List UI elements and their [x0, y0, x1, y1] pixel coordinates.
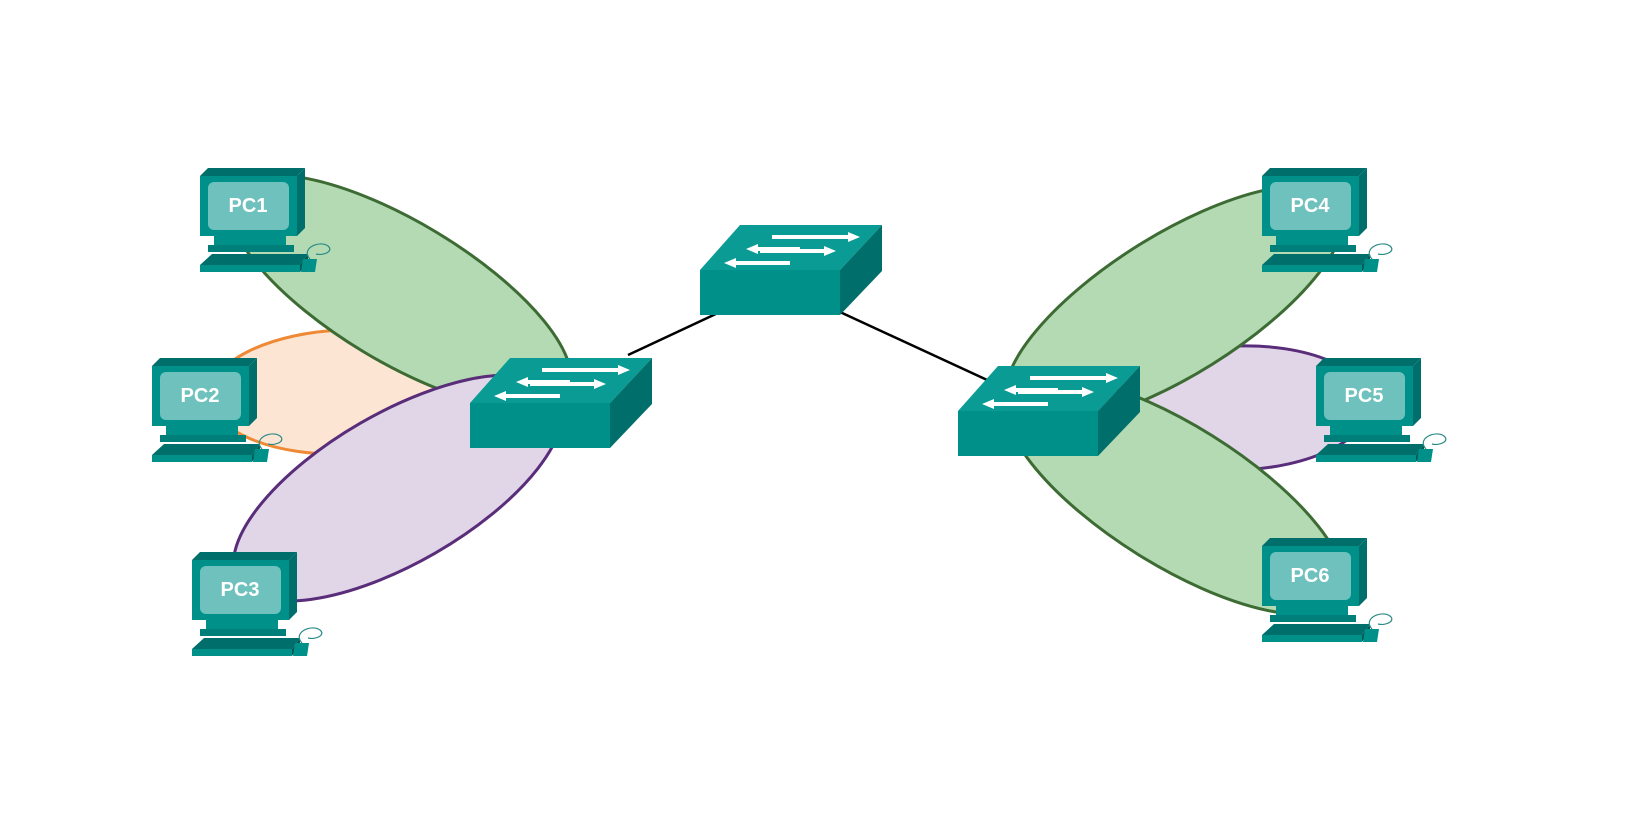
pc3[interactable]: PC3: [191, 551, 323, 657]
link-left-center: [627, 310, 721, 357]
links: [627, 310, 999, 387]
pc6[interactable]: PC6: [1261, 537, 1393, 643]
link-center-right: [839, 310, 999, 387]
computer-icon: [1261, 537, 1393, 643]
pc-label: PC1: [229, 195, 268, 217]
pc1[interactable]: PC1: [199, 167, 331, 273]
switch-center[interactable]: [700, 225, 882, 315]
pc2[interactable]: PC2: [151, 357, 283, 463]
computer-icon: [1315, 357, 1447, 463]
pc-label: PC3: [221, 579, 260, 601]
pc4[interactable]: PC4: [1261, 167, 1393, 273]
pc-label: PC6: [1291, 565, 1330, 587]
pc-label: PC4: [1291, 195, 1331, 217]
pc-label: PC2: [181, 385, 220, 407]
pc5[interactable]: PC5: [1315, 357, 1447, 463]
switch-icon: [700, 225, 882, 315]
pc-label: PC5: [1345, 385, 1384, 407]
computer-icon: [1261, 167, 1393, 273]
